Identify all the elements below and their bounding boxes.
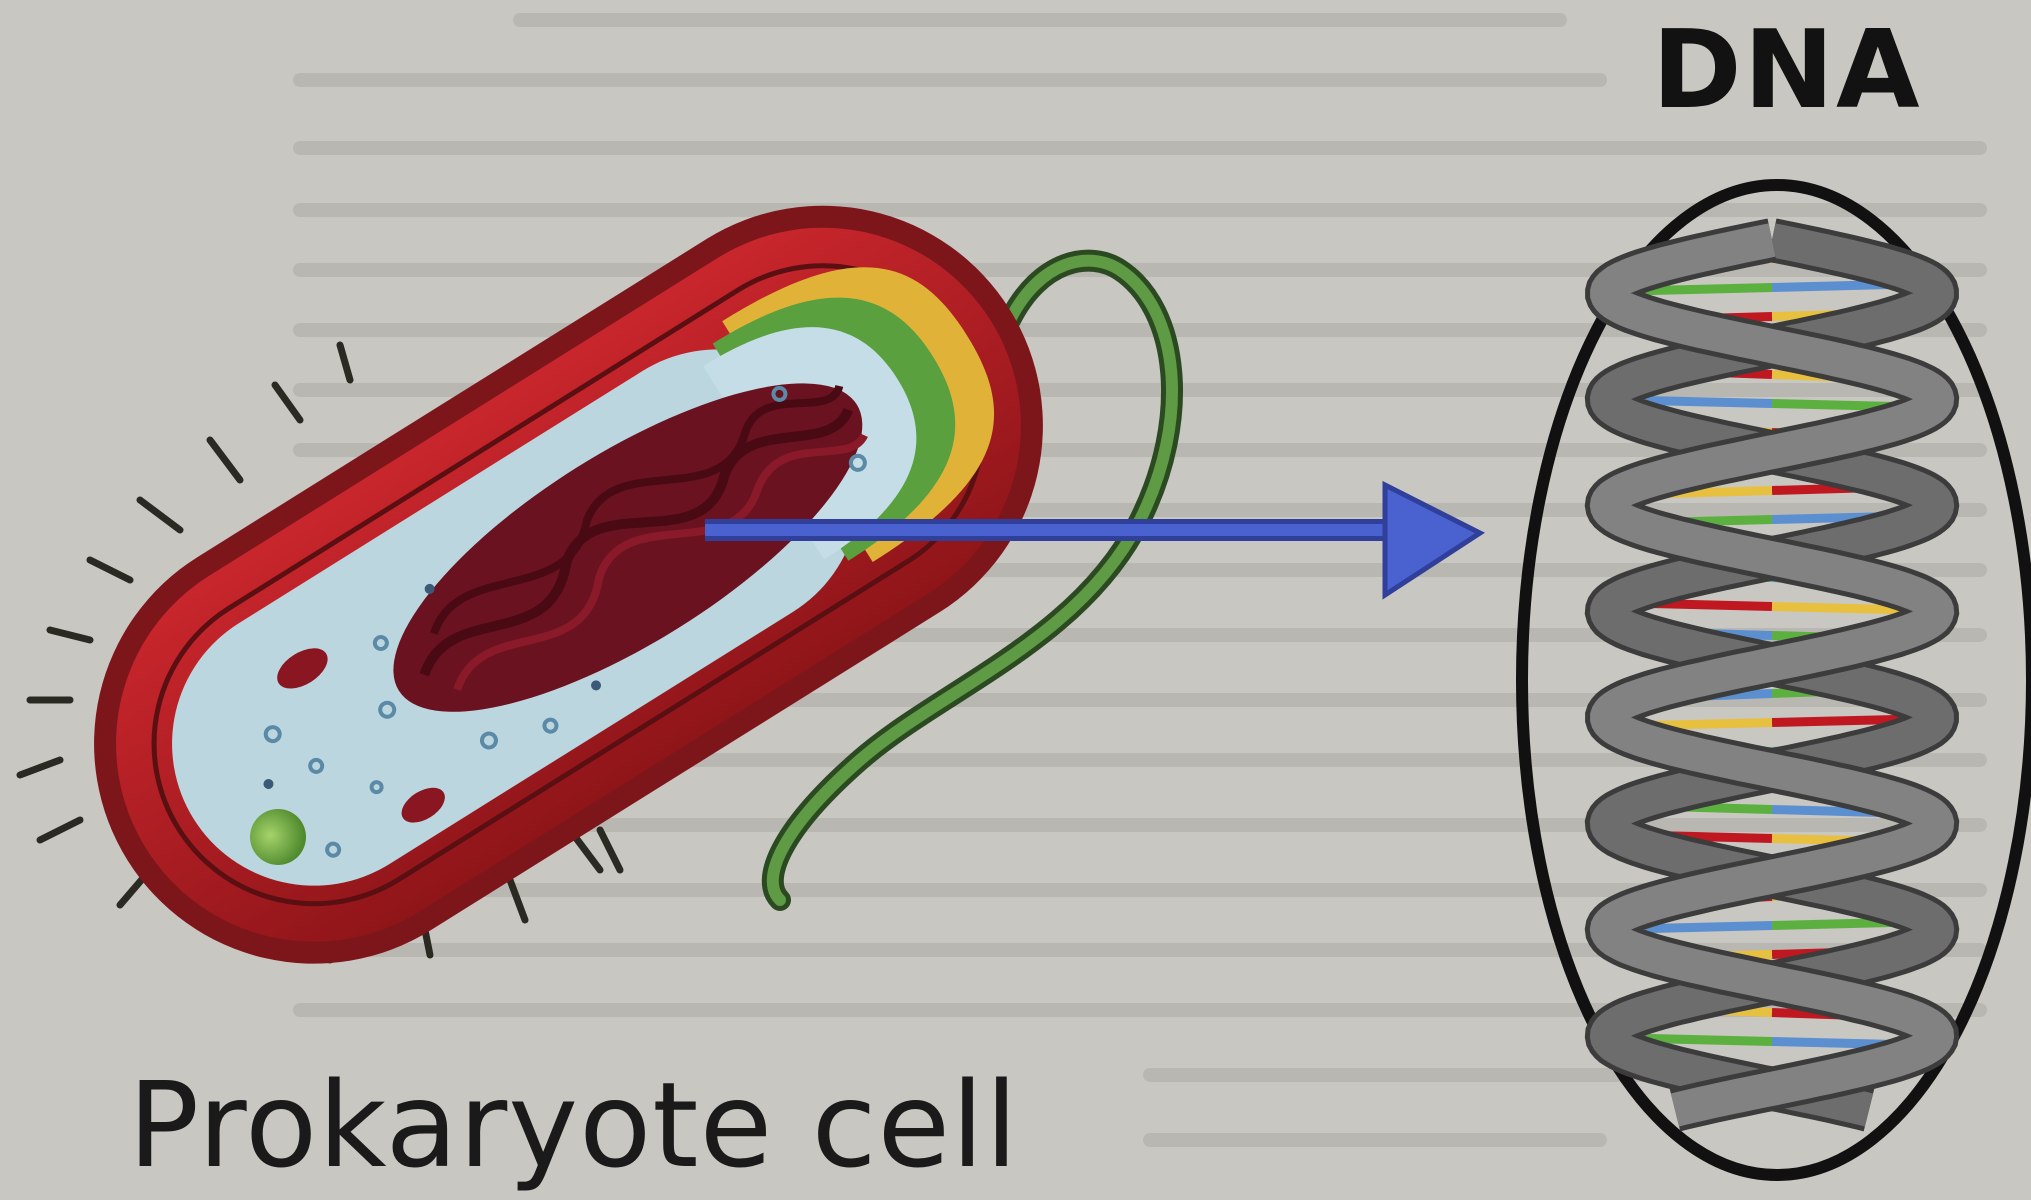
prokaryote-cell-label: Prokaryote cell [128,1056,1019,1194]
prokaryote-cell [11,123,1172,1047]
dna-label: DNA [1652,8,1922,133]
dna-illustration [1522,185,2031,1175]
